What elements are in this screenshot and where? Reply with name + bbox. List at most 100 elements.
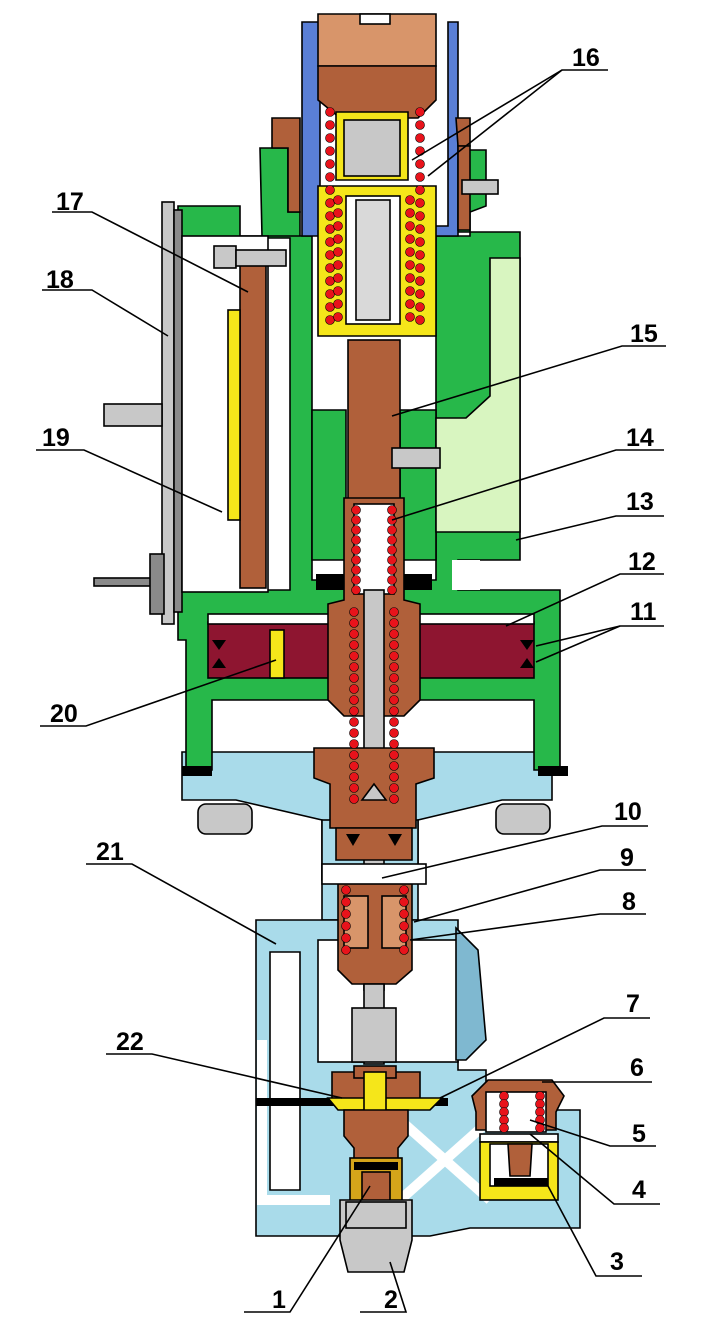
spring-coil-dot (387, 505, 397, 515)
spring-coil-dot (405, 260, 415, 270)
spring-coil-dot (351, 505, 361, 515)
spring-coil-dot (325, 198, 335, 208)
spring-coil-dot (499, 1091, 509, 1101)
spring-coil-dot (341, 921, 351, 931)
spring-coil-dot (415, 263, 425, 273)
spring-coil-dot (325, 263, 335, 273)
spring-coil-dot (333, 247, 343, 257)
callout-labels: 16 17 18 19 15 14 13 12 11 20 10 9 8 21 … (42, 44, 658, 1314)
spring-coil-dot (325, 133, 335, 143)
spring-coil-dot (341, 945, 351, 955)
spring-coil-dot (499, 1099, 509, 1109)
spring-coil-dot (349, 706, 359, 716)
spring-coil-dot (325, 159, 335, 169)
spring-coil-dot (399, 909, 409, 919)
spring-coil-dot (333, 260, 343, 270)
pilot-seat-and-diaphragm (256, 1065, 448, 1273)
spring-coil-dot (387, 585, 397, 595)
spring-coil-dot (389, 772, 399, 782)
spring-coil-dot (333, 234, 343, 244)
spring-coil-dot (389, 662, 399, 672)
spring-coil-dot (387, 545, 397, 555)
callout-14: 14 (626, 424, 654, 452)
spring-coil-dot (341, 897, 351, 907)
callout-1: 1 (272, 1286, 286, 1314)
spring-coil-dot (415, 107, 425, 117)
spring-coil-dot (389, 706, 399, 716)
spring-coil-dot (387, 575, 397, 585)
spring-coil-dot (389, 629, 399, 639)
spring-coil-dot (351, 515, 361, 525)
spring-coil-dot (389, 651, 399, 661)
spring-coil-dot (415, 172, 425, 182)
spring-coil-dot (349, 673, 359, 683)
spring-coil-dot (325, 315, 335, 325)
spring-coil-dot (399, 933, 409, 943)
spring-coil-dot (405, 273, 415, 283)
spring-coil-dot (405, 234, 415, 244)
callout-19: 19 (42, 424, 70, 452)
spring-coil-dot (405, 247, 415, 257)
spring-coil-dot (415, 237, 425, 247)
callout-4: 4 (632, 1176, 646, 1204)
spring-coil-dot (415, 185, 425, 195)
spring-coil-dot (349, 717, 359, 727)
spring-coil-dot (349, 750, 359, 760)
spring-coil-dot (351, 565, 361, 575)
spring-coil-dot (389, 739, 399, 749)
spring-coil-dot (387, 555, 397, 565)
spring-coil-dot (333, 208, 343, 218)
callout-22: 22 (116, 1028, 144, 1056)
callout-6: 6 (630, 1054, 644, 1082)
spring-coil-dot (387, 525, 397, 535)
spring-coil-dot (535, 1107, 545, 1117)
armature-and-stem (313, 339, 441, 1065)
spring-coil-dot (415, 302, 425, 312)
callout-13: 13 (626, 488, 654, 516)
callout-2: 2 (384, 1286, 398, 1314)
callout-5: 5 (632, 1120, 646, 1148)
spring-coil-dot (325, 289, 335, 299)
spring-coil-dot (325, 107, 335, 117)
right-relief-valve (471, 1079, 565, 1201)
spring-coil-dot (349, 629, 359, 639)
spring-coil-dot (325, 276, 335, 286)
callout-20: 20 (50, 700, 78, 728)
spring-coil-dot (389, 794, 399, 804)
spring-coil-dot (389, 783, 399, 793)
spring-coil-dot (325, 250, 335, 260)
spring-coil-dot (535, 1099, 545, 1109)
spring-coil-dot (333, 221, 343, 231)
spring-coil-dot (389, 618, 399, 628)
spring-coils (325, 107, 545, 1133)
spring-coil-dot (389, 607, 399, 617)
spring-coil-dot (341, 909, 351, 919)
spring-coil-dot (351, 535, 361, 545)
spring-coil-dot (399, 897, 409, 907)
callout-12: 12 (628, 548, 656, 576)
spring-coil-dot (415, 224, 425, 234)
spring-coil-dot (333, 286, 343, 296)
spring-coil-dot (399, 945, 409, 955)
spring-coil-dot (351, 555, 361, 565)
spring-coil-dot (351, 575, 361, 585)
spring-coil-dot (499, 1107, 509, 1117)
spring-coil-dot (389, 761, 399, 771)
spring-coil-dot (389, 673, 399, 683)
switch-block (93, 201, 287, 625)
spring-coil-dot (349, 684, 359, 694)
spring-coil-dot (415, 211, 425, 221)
callout-15: 15 (630, 320, 658, 348)
spring-coil-dot (389, 640, 399, 650)
spring-coil-dot (349, 662, 359, 672)
spring-coil-dot (325, 237, 335, 247)
spring-coil-dot (349, 651, 359, 661)
callout-11: 11 (630, 598, 657, 626)
spring-coil-dot (325, 302, 335, 312)
spring-coil-dot (415, 159, 425, 169)
spring-coil-dot (415, 289, 425, 299)
spring-coil-dot (333, 299, 343, 309)
spring-coil-dot (351, 525, 361, 535)
spring-coil-dot (399, 885, 409, 895)
spring-coil-dot (349, 794, 359, 804)
